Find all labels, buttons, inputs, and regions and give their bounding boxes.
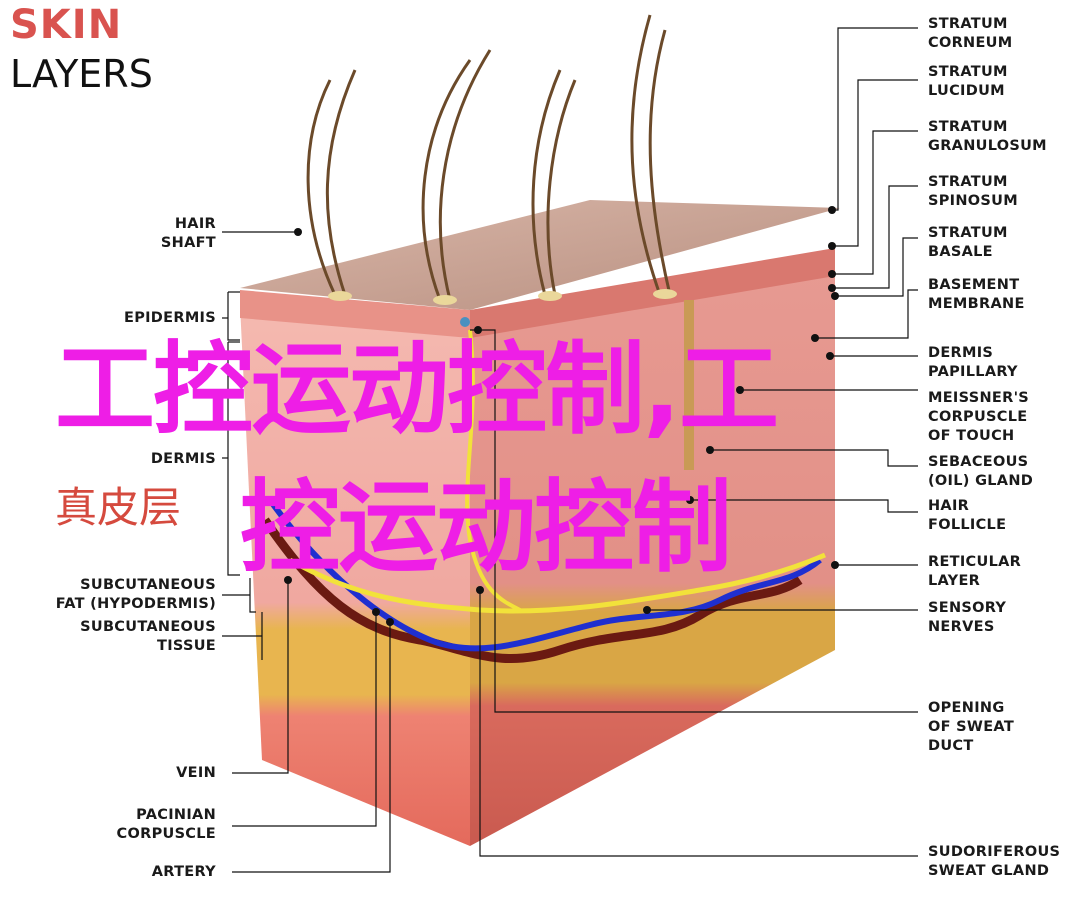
- label-meissner-corpuscle: MEISSNER'S CORPUSCLE OF TOUCH: [928, 390, 1030, 444]
- hair-follicle-shape: [684, 300, 694, 470]
- label-basement-membrane: BASEMENT MEMBRANE: [928, 277, 1025, 312]
- vein-vessel: [267, 498, 822, 652]
- hair-roots: [328, 289, 677, 305]
- label-subcutaneous-fat: SUBCUTANEOUS FAT (HYPODERMIS): [55, 577, 216, 612]
- label-reticular-layer: RETICULAR LAYER: [928, 554, 1022, 589]
- label-stratum-lucidum: STRATUM LUCIDUM: [928, 64, 1008, 99]
- label-hair-follicle: HAIR FOLLICLE: [928, 498, 1007, 533]
- label-artery: ARTERY: [151, 864, 216, 880]
- nerve-path-2: [465, 329, 521, 612]
- label-sweat-duct: OPENING OF SWEAT DUCT: [928, 700, 1015, 754]
- epidermis-band-front: [240, 290, 470, 338]
- label-dermis-zh: 真皮层: [55, 483, 182, 532]
- label-pacinian-corpuscle: PACINIAN CORPUSCLE: [116, 807, 216, 842]
- label-epidermis: EPIDERMIS: [123, 310, 216, 326]
- title-skin: SKIN: [10, 2, 123, 48]
- label-dermis-papillary: DERMIS PAPILLARY: [928, 345, 1018, 380]
- overlay-text-line2: 控运动控制: [240, 469, 732, 586]
- overlay-text-line1: 工控运动控制,工: [55, 331, 779, 448]
- label-sudoriferous-gland: SUDORIFEROUS SWEAT GLAND: [928, 844, 1061, 879]
- label-stratum-corneum: STRATUM CORNEUM: [928, 16, 1013, 51]
- hairs: [306, 14, 672, 301]
- sweat-pore: [460, 317, 470, 327]
- label-sebaceous-gland: SEBACEOUS (OIL) GLAND: [928, 454, 1034, 489]
- front-face: [240, 305, 470, 846]
- side-face: [470, 262, 835, 846]
- label-dermis: DERMIS: [150, 451, 216, 467]
- label-subcutaneous-tissue: SUBCUTANEOUS TISSUE: [80, 619, 216, 654]
- top-face: [240, 200, 840, 310]
- epidermis-band-side: [470, 248, 835, 338]
- artery-vessel: [261, 517, 803, 664]
- label-stratum-spinosum: STRATUM SPINOSUM: [928, 174, 1018, 209]
- title-layers: LAYERS: [10, 52, 153, 96]
- label-stratum-granulosum: STRATUM GRANULOSUM: [928, 119, 1047, 154]
- label-vein: VEIN: [176, 765, 216, 781]
- leader-lines-right: [470, 27, 918, 857]
- leader-dots-right: [474, 206, 839, 614]
- leader-lines-left: [222, 231, 391, 873]
- label-sensory-nerves: SENSORY NERVES: [928, 600, 1007, 635]
- leader-dots-left: [284, 228, 394, 626]
- label-stratum-basale: STRATUM BASALE: [928, 225, 1008, 260]
- label-hair-shaft: HAIR SHAFT: [160, 216, 216, 251]
- nerve-path: [288, 552, 826, 614]
